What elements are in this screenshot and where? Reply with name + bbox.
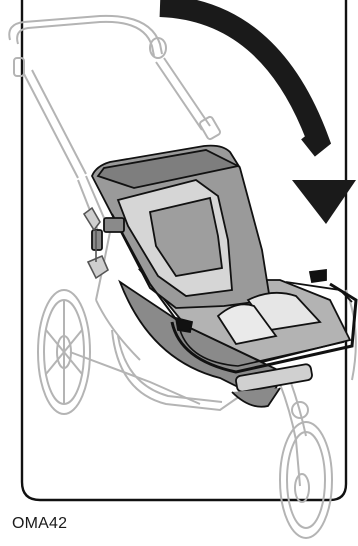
figure-code: OMA42 bbox=[12, 515, 67, 532]
